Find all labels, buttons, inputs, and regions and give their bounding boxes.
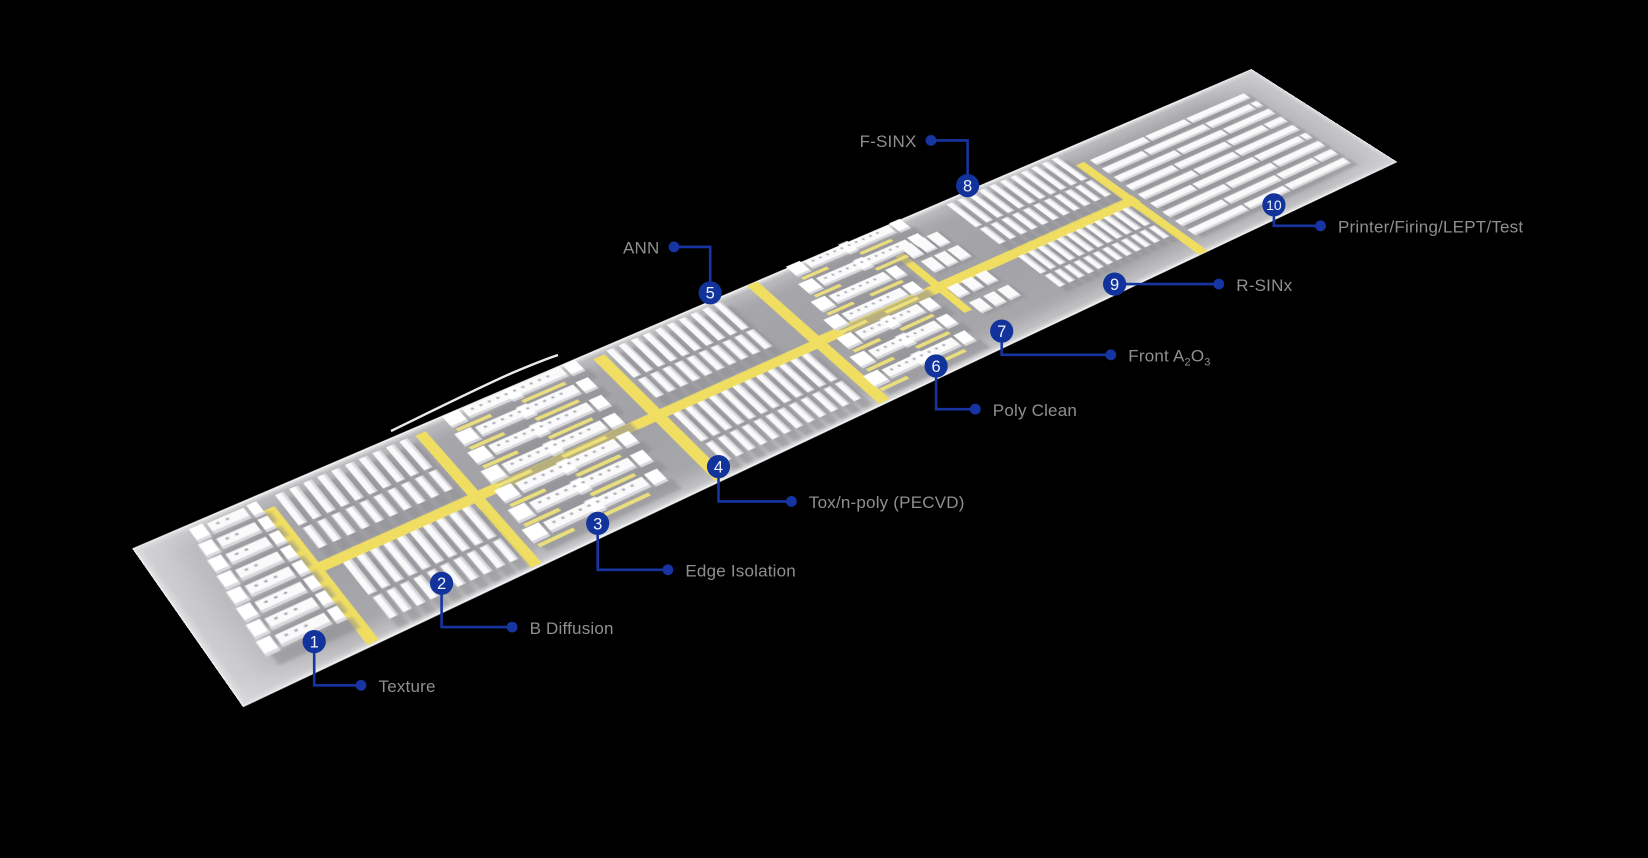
svg-text:Edge Isolation: Edge Isolation (685, 562, 796, 581)
svg-text:1: 1 (310, 634, 319, 652)
svg-text:6: 6 (932, 358, 941, 376)
svg-text:4: 4 (714, 459, 723, 477)
svg-text:9: 9 (1110, 276, 1119, 294)
svg-text:3: 3 (593, 515, 602, 533)
svg-text:R-SINx: R-SINx (1236, 276, 1292, 295)
svg-text:Tox/n-poly (PECVD): Tox/n-poly (PECVD) (809, 493, 965, 512)
svg-text:2: 2 (437, 575, 446, 593)
svg-text:B Diffusion: B Diffusion (530, 619, 614, 638)
svg-text:Front A2O3: Front A2O3 (1128, 347, 1210, 369)
svg-text:Printer/Firing/LEPT/Test: Printer/Firing/LEPT/Test (1338, 218, 1523, 237)
svg-text:Poly Clean: Poly Clean (993, 401, 1077, 420)
svg-text:F-SINX: F-SINX (860, 132, 917, 151)
svg-text:8: 8 (963, 178, 972, 196)
svg-text:5: 5 (706, 285, 715, 303)
svg-text:10: 10 (1266, 197, 1282, 213)
svg-text:7: 7 (997, 323, 1006, 341)
svg-text:Texture: Texture (379, 677, 436, 696)
svg-text:ANN: ANN (623, 239, 660, 258)
